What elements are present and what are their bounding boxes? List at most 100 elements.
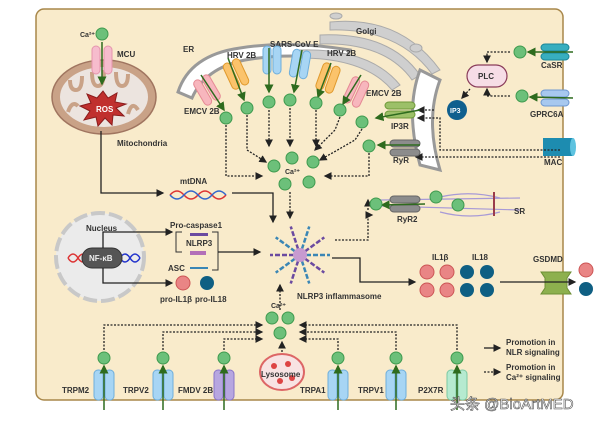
calcium-signal-arrow [298, 335, 339, 350]
calcium-ion [278, 177, 292, 191]
calcium-ion [302, 175, 316, 189]
il18-particle [460, 265, 474, 279]
ryr2-channel-subunit [389, 195, 421, 204]
gprc6a-receptor [540, 89, 570, 107]
nlr-signal-arrow [102, 228, 174, 248]
pro-caspase1-label: Pro-caspase1 [170, 221, 223, 230]
casr-receptor [540, 43, 570, 61]
fmdv2b-label: FMDV 2B [178, 386, 213, 395]
il18-particle [460, 283, 474, 297]
hrv2b-channel-subunit [231, 58, 250, 86]
p2x7r-channel [446, 369, 468, 401]
calcium-ion [97, 351, 111, 365]
mcu-label: MCU [117, 50, 135, 59]
calcium-signal-arrow [225, 125, 264, 180]
legend: Promotion in NLR signaling Promotion in … [484, 338, 561, 382]
sars-cov-e-channel-subunit [272, 45, 282, 75]
lysosome [259, 353, 305, 391]
nlr-signal-arrow [100, 131, 165, 197]
calcium-ion [515, 89, 529, 103]
ip3-label: IP3 [450, 108, 461, 115]
sars-cov-e-channel-subunit [298, 50, 312, 80]
calcium-ion [333, 103, 347, 117]
calcium-ion [306, 155, 320, 169]
gsdmd-label: GSDMD [533, 255, 563, 264]
calcium-flux-arrow [374, 109, 421, 122]
calcium-ion [283, 93, 297, 107]
emcv2b-channel [193, 74, 221, 106]
ip3r-channel-subunit [384, 101, 416, 110]
fmdv2b-channel-subunit [224, 369, 235, 401]
hrv2b-channel-subunit [222, 62, 241, 90]
il18-particle [480, 265, 494, 279]
ryr-channel-subunit [389, 148, 421, 157]
calcium-flux-arrow [227, 57, 246, 102]
legend-dotted-line2: Ca²⁺ signaling [506, 373, 561, 382]
sr-label: SR [514, 207, 525, 216]
il1b-particle [419, 264, 435, 280]
calcium-ion [219, 111, 233, 125]
ryr2-label: RyR2 [397, 215, 418, 224]
inflammasome-filament [289, 226, 300, 250]
hrv2b-right-label: HRV 2B [327, 49, 356, 58]
nlrp3-inflammasome [270, 226, 330, 284]
legend-solid-line1: Promotion in [506, 338, 555, 347]
il18-label: IL18 [472, 253, 489, 262]
calcium-signal-arrow [318, 128, 363, 161]
il1b-label: IL1β [432, 253, 449, 262]
ca-top-label: Ca²⁺ [80, 32, 95, 39]
inflammasome-filament [300, 260, 311, 284]
hrv2b-channel-subunit [324, 65, 341, 94]
trpv1-channel-subunit [385, 369, 396, 401]
calcium-signal-arrow [298, 328, 397, 350]
hrv2b-channel [315, 62, 341, 94]
ryr-channel-subunit [389, 139, 421, 148]
ros-burst [78, 90, 128, 128]
trpm2-channel [93, 369, 115, 401]
emcv2b-left-label: EMCV 2B [184, 107, 220, 116]
il1b-particle [419, 282, 435, 298]
calcium-ion [217, 351, 231, 365]
nfkb-label: NF-κB [89, 254, 113, 263]
trpv2-channel [152, 369, 174, 401]
hrv2b-channel [222, 58, 250, 90]
calcium-ion [285, 151, 299, 165]
inflammasome-filament [304, 257, 326, 274]
gsdmd-pore [540, 271, 572, 295]
pro-il18-label: pro-IL18 [195, 295, 227, 304]
il18-particle [480, 283, 494, 297]
trpa1-label: TRPA1 [300, 386, 326, 395]
er-label: ER [183, 45, 194, 54]
trpa1-channel-subunit [327, 369, 338, 401]
calcium-signal-arrow [335, 211, 374, 241]
calcium-flux-arrow [200, 74, 225, 112]
casr-label: CaSR [541, 61, 563, 70]
inflammasome-components [175, 231, 219, 271]
trpv2-channel-subunit [163, 369, 174, 401]
inflammasome-filament [274, 236, 296, 253]
sars-cov-e-label: SARS-CoV E [270, 40, 319, 49]
legend-dotted-line1: Promotion in [506, 363, 555, 372]
inflammasome-filament [304, 236, 326, 253]
calcium-ion [451, 198, 465, 212]
nlrp3-label: NLRP3 [186, 239, 213, 248]
lysosome-label: Lysosome [261, 370, 301, 379]
nlr-signal-arrow [232, 192, 277, 224]
calcium-ion [450, 351, 464, 365]
released-il1b-particle [578, 262, 594, 278]
nlr-signal-arrow [102, 268, 174, 287]
sarcoplasmic-reticulum [379, 192, 521, 217]
il1b-particle [439, 282, 455, 298]
mitochondria [51, 59, 157, 135]
hrv2b-left-label: HRV 2B [227, 51, 256, 60]
sars-cov-e-channel-subunit [262, 45, 272, 75]
ros-label: ROS [96, 105, 114, 114]
calcium-ion [273, 326, 287, 340]
calcium-flux-arrow [290, 49, 303, 94]
calcium-signal-arrow [416, 114, 560, 151]
nfkb-node [81, 247, 123, 269]
nucleus-label: Nucleus [86, 224, 118, 233]
calcium-ion [389, 351, 403, 365]
pro-il18-particle [200, 276, 214, 290]
